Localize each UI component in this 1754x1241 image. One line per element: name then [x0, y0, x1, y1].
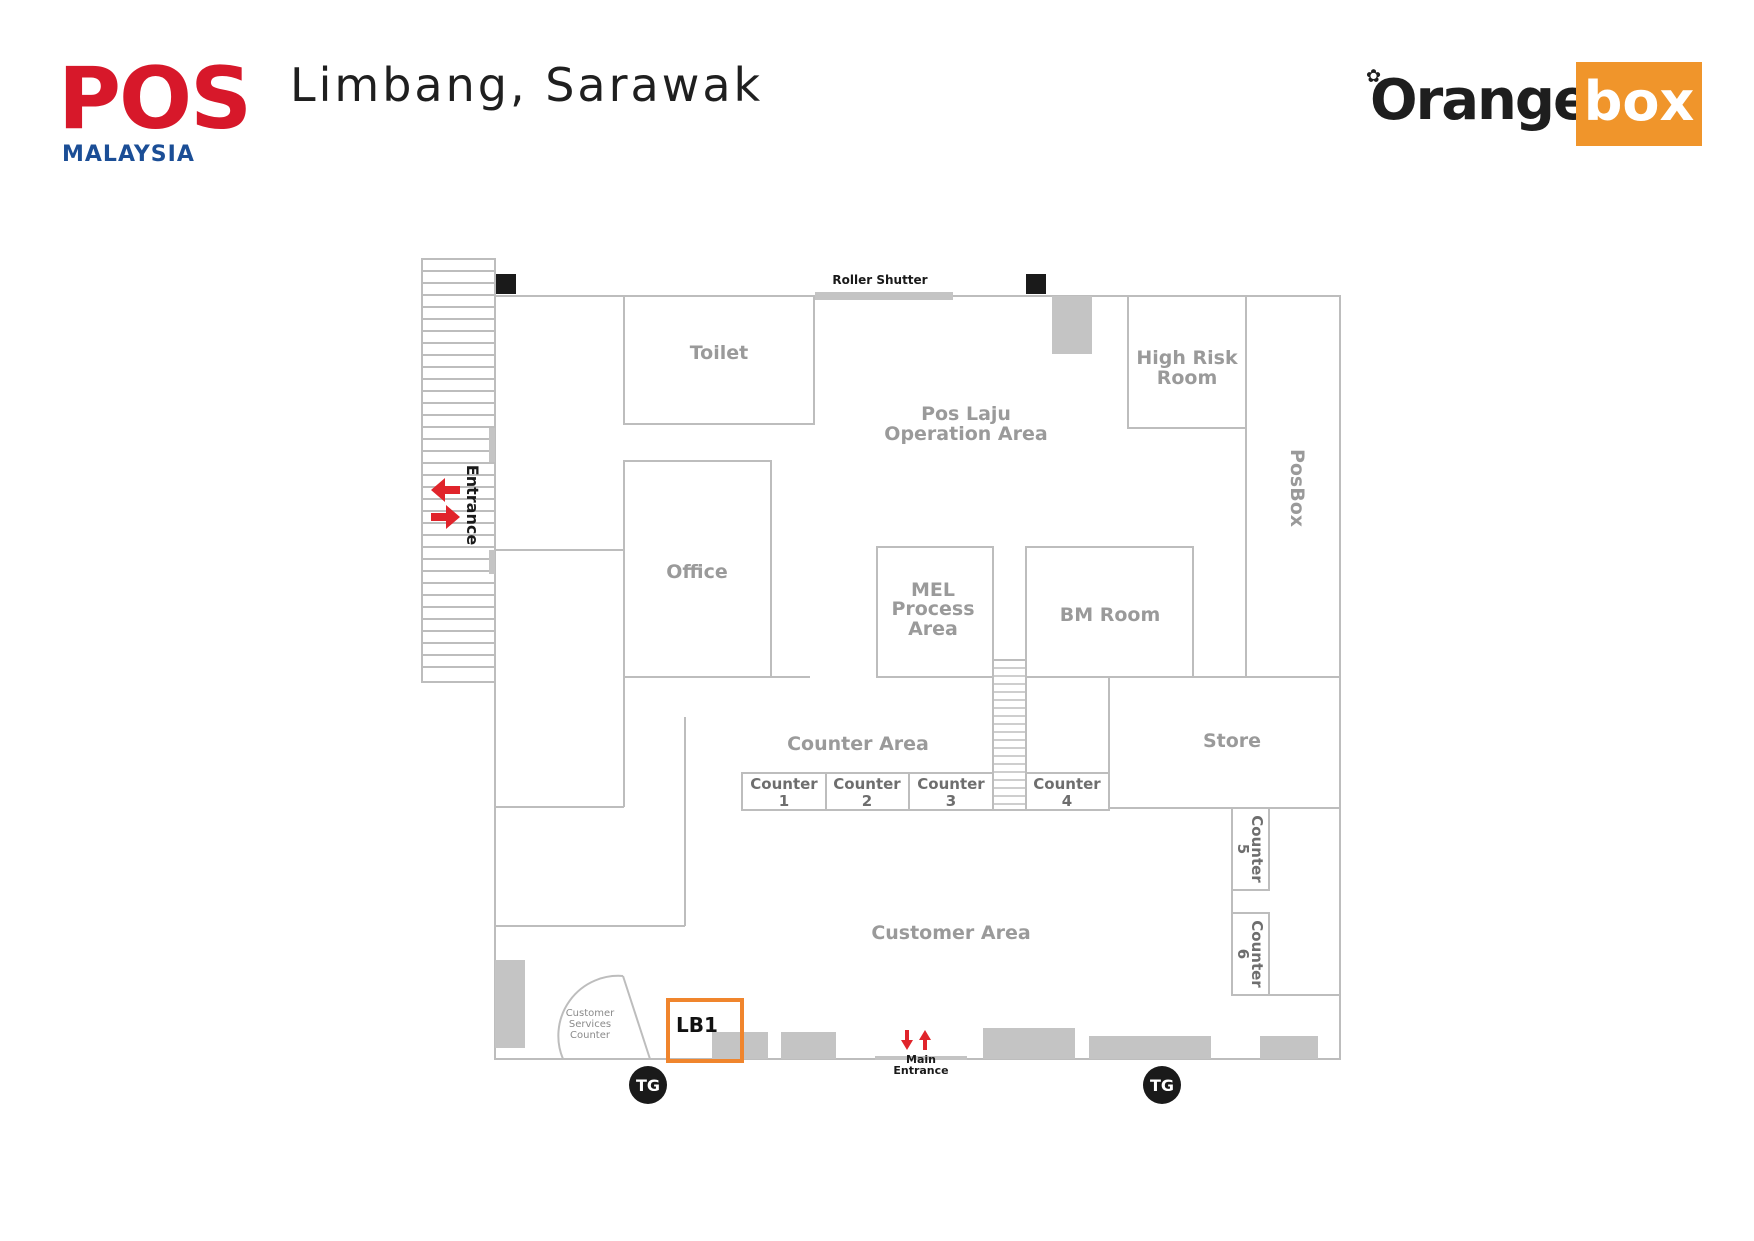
counter-area-label: Counter Area — [787, 733, 929, 755]
counter-6-label: Counter — [1248, 920, 1266, 988]
bm-room-label: BM Room — [1060, 604, 1161, 626]
counter-3-label: Counter — [917, 775, 985, 793]
pos-logo-subtext: MALAYSIA — [62, 142, 195, 167]
counter-4-number: 4 — [1062, 792, 1072, 810]
page-title: Limbang, Sarawak — [290, 58, 764, 112]
counter-6-number: 6 — [1234, 949, 1252, 959]
entrance-door-top — [489, 428, 495, 462]
main-entrance-arrows-icon — [901, 1030, 931, 1050]
fixtures — [489, 292, 1318, 1060]
store-label: Store — [1203, 730, 1261, 752]
customer-services-label-2: Services — [569, 1019, 611, 1030]
locker-lb1-outline — [666, 998, 744, 1063]
tg-label-left: TG — [636, 1076, 660, 1095]
high-risk-label-2: Room — [1157, 367, 1218, 389]
mel-label-1: MEL — [911, 579, 955, 601]
posbox-label: PosBox — [1286, 449, 1308, 527]
side-fixture — [495, 960, 525, 1048]
tg-marker-right — [1143, 1066, 1181, 1104]
locker-lb1-label: LB1 — [676, 1013, 718, 1037]
mel-label-3: Area — [908, 618, 958, 640]
office-label: Office — [666, 561, 728, 583]
toilet-room — [623, 295, 815, 425]
tg-marker-left — [629, 1066, 667, 1104]
pos-logo-text: POS — [58, 49, 252, 149]
column-right — [1026, 274, 1046, 294]
entrance-door-bottom — [489, 550, 495, 574]
counter-6-box — [1231, 912, 1270, 996]
pos-malaysia-logo: POS MALAYSIA — [58, 49, 252, 168]
door-arc — [557, 974, 624, 1060]
roller-shutter-label: Roller Shutter — [832, 273, 927, 287]
counter-5-number: 5 — [1234, 844, 1252, 854]
mel-label-2: Process — [891, 598, 974, 620]
column-left — [496, 274, 516, 294]
toilet-label: Toilet — [690, 342, 748, 364]
tg-label-right: TG — [1150, 1076, 1174, 1095]
orangebox-logo-word: Orange — [1370, 68, 1591, 133]
leaf-icon: ✿ — [1366, 66, 1382, 87]
front-fixture-5 — [1260, 1036, 1318, 1059]
inner-staircase — [992, 659, 1027, 811]
counter-3-number: 3 — [946, 792, 956, 810]
counter-1-number: 1 — [779, 792, 789, 810]
front-fixture-4 — [1089, 1036, 1211, 1059]
staircase-outline — [421, 258, 496, 683]
staircase-treads — [422, 270, 495, 668]
orangebox-logo-box: box — [1576, 62, 1702, 146]
counter-2-label: Counter — [833, 775, 901, 793]
side-column — [1231, 807, 1341, 996]
office-room — [623, 460, 772, 678]
orangebox-logo: ✿ Orange box — [1366, 62, 1702, 146]
counter-5-box — [1231, 807, 1270, 891]
customer-area-label: Customer Area — [871, 922, 1030, 944]
roller-shutter-bar — [815, 292, 953, 300]
customer-services-label-3: Counter — [570, 1030, 611, 1041]
main-entrance-label-1: Main — [906, 1053, 936, 1066]
entrance-arrows-icon — [431, 478, 460, 529]
main-entrance-threshold — [875, 1056, 967, 1060]
front-fixture-2 — [781, 1032, 836, 1059]
high-risk-label-1: High Risk — [1136, 347, 1238, 369]
entrance-label: Entrance — [463, 465, 482, 546]
counter-2-number: 2 — [862, 792, 872, 810]
operation-area-label-1: Pos Laju — [921, 403, 1011, 425]
main-entrance-label-2: Entrance — [893, 1064, 948, 1077]
operation-area-label-2: Operation Area — [884, 423, 1047, 445]
mel-process-area — [876, 546, 994, 678]
counter-5-label: Counter — [1248, 815, 1266, 883]
counter-1-label: Counter — [750, 775, 818, 793]
counter-4-label: Counter — [1033, 775, 1101, 793]
pillar-block — [1052, 296, 1092, 354]
inner-staircase-treads — [993, 667, 1026, 805]
front-fixture-3 — [983, 1028, 1075, 1059]
customer-services-label-1: Customer — [566, 1008, 615, 1019]
